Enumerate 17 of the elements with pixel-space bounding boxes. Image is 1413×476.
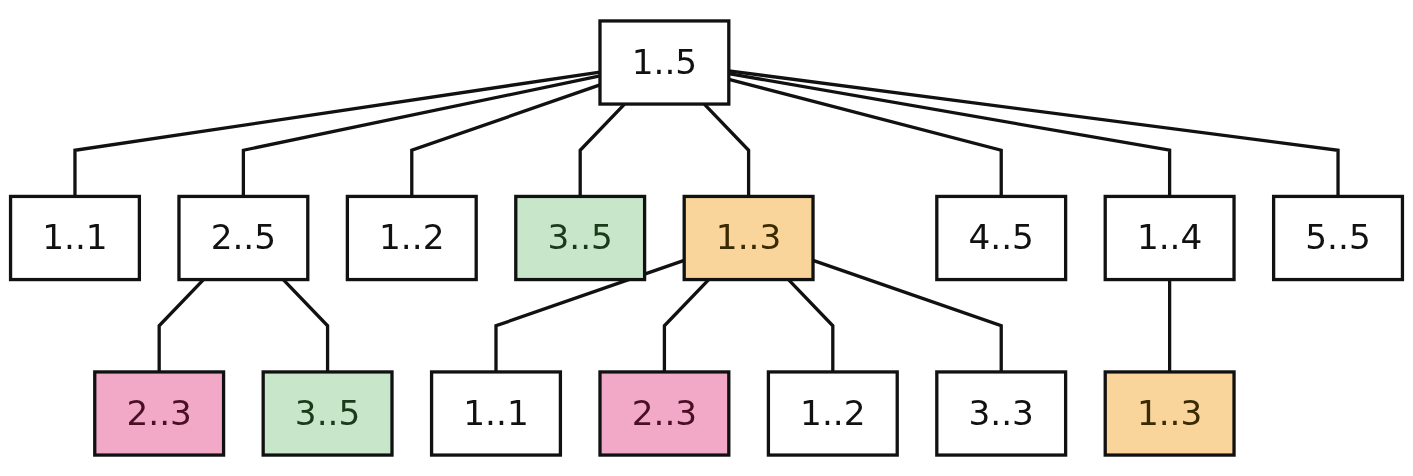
node-box: 3..5 bbox=[514, 194, 647, 282]
node-box: 1..1 bbox=[8, 194, 142, 282]
node-box: 1..3 bbox=[1103, 370, 1236, 457]
node-box: 3..5 bbox=[261, 370, 394, 457]
node-box: 5..5 bbox=[1271, 194, 1405, 282]
node-box: 2..3 bbox=[93, 370, 226, 457]
node-box: 3..3 bbox=[935, 370, 1068, 457]
node-box: 1..2 bbox=[345, 194, 478, 282]
node-box: 1..1 bbox=[429, 370, 563, 457]
connector bbox=[1167, 279, 1172, 372]
node-box: 2..5 bbox=[177, 194, 310, 282]
node-box: 1..4 bbox=[1103, 194, 1236, 282]
node-box: 1..5 bbox=[598, 19, 731, 106]
node-box: 1..2 bbox=[766, 370, 899, 457]
node-box: 4..5 bbox=[935, 194, 1068, 282]
node-box: 2..3 bbox=[598, 370, 731, 457]
node-box: 1..3 bbox=[682, 194, 815, 282]
